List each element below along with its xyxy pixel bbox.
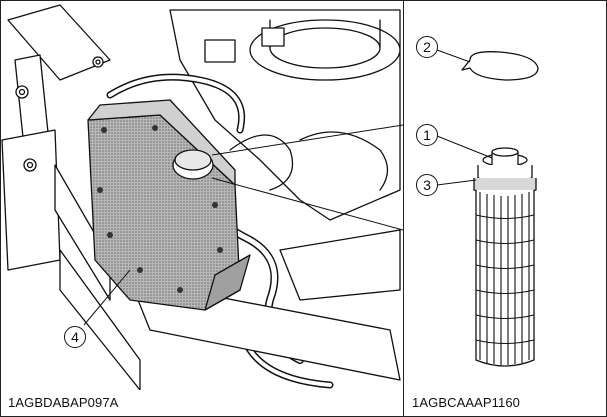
callout-2: 2 <box>416 36 438 58</box>
figure-id-left: 1AGBDABAP097A <box>8 395 119 410</box>
callout-3: 3 <box>416 174 438 196</box>
filter-housing-module <box>87 99 251 311</box>
filter-detail-illustration <box>436 49 539 367</box>
callout-1: 1 <box>416 124 438 146</box>
engine-bay-illustration <box>1 4 403 390</box>
o-ring-icon <box>461 51 539 81</box>
callout-4: 4 <box>64 326 86 348</box>
panel-divider <box>403 0 404 417</box>
fuel-filter-icon <box>473 147 537 367</box>
figure-id-right: 1AGBCAAAP1160 <box>412 395 521 410</box>
